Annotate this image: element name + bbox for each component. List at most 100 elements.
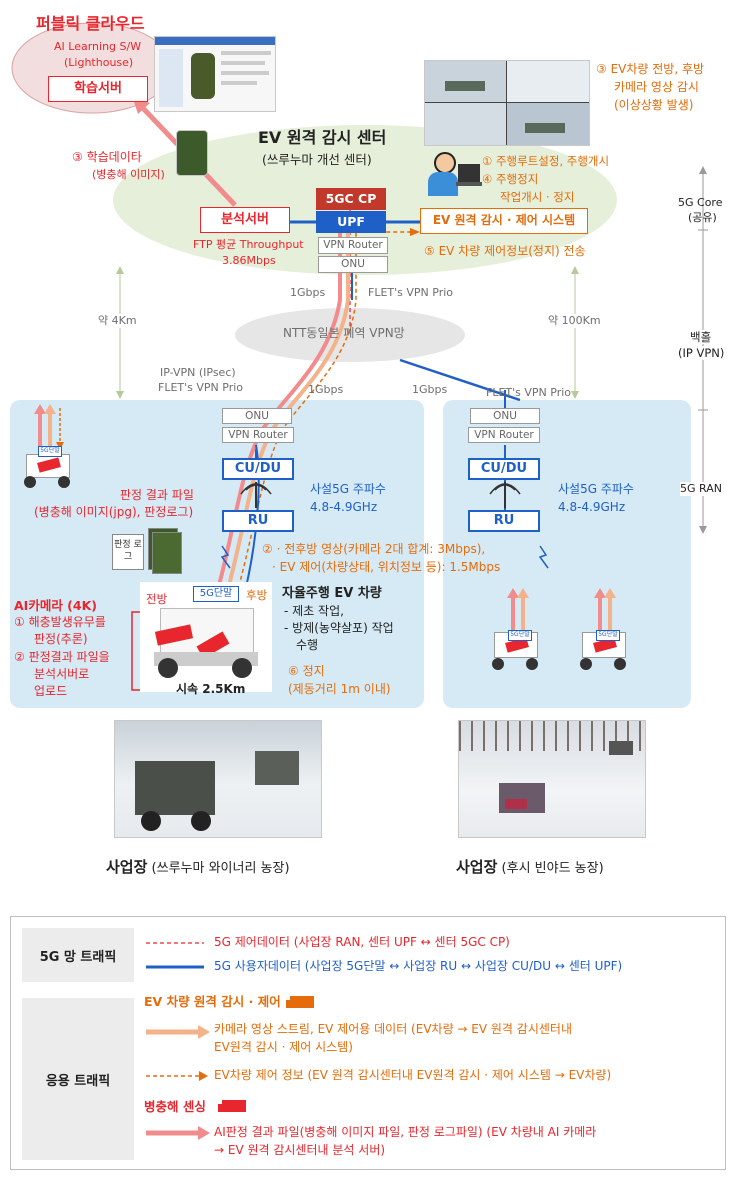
- site-right-caption: 사업장 (후시 빈야드 농장): [456, 858, 604, 877]
- judge-log-document-icon: 판정 로그: [112, 528, 182, 574]
- ev-task-1: - 제초 작업,: [284, 604, 344, 618]
- camera-monitor-label-2: 카메라 영상 감시: [614, 80, 699, 94]
- operator-icon: [426, 150, 482, 202]
- legend-net-control: 5G 제어데이터 (사업장 RAN, 센터 UPF ↔ 센터 5GC CP): [214, 935, 510, 949]
- learning-software-screenshot: [154, 36, 276, 112]
- side-5g-core: 5G Core: [678, 196, 723, 209]
- step1-label: ① 주행루트설정, 주행개시: [482, 154, 610, 168]
- judge-file-label-1: 판정 결과 파일: [120, 488, 194, 502]
- judge-log-doc: 판정 로그: [112, 534, 144, 570]
- stop-distance-label: (제동거리 1m 이내): [288, 682, 391, 696]
- site-right-onu: ONU: [470, 408, 540, 424]
- legend-net-label: 5G 망 트래픽: [22, 928, 134, 982]
- ev-task-2: - 방제(농약살포) 작업: [284, 621, 394, 635]
- ai-step2c: 업로드: [34, 684, 68, 698]
- step4-label: ④ 주행정지: [482, 172, 539, 186]
- step4b-label: 작업개시 · 정지: [500, 190, 575, 204]
- site-left-caption: 사업장 (쓰루누마 와이너리 농장): [106, 858, 290, 877]
- 5gc-cp-box: 5GC CP: [316, 188, 386, 210]
- ntt-vpn-label: NTT동일본 폐역 VPN망: [283, 326, 405, 340]
- mini-terminal-left: 5G단말: [38, 446, 62, 457]
- site-right-photo: [458, 720, 646, 838]
- cloud-subtitle-2: (Lighthouse): [64, 56, 134, 69]
- center-onu: ONU: [318, 256, 388, 273]
- legend-ev-control: EV차량 제어 정보 (EV 원격 감시센터내 EV원격 감시 · 제어 시스템…: [214, 1068, 612, 1082]
- ai-step2: ② 판정결과 파일을: [14, 650, 110, 664]
- speed-label: 시속 2.5Km: [176, 682, 246, 696]
- site-left-caption-bold: 사업장: [106, 858, 148, 876]
- site-right-caption-rest: (후시 빈야드 농장): [497, 861, 604, 876]
- site-left-ru: RU: [222, 510, 294, 532]
- ipvpn-flets-label: FLET's VPN Prio: [158, 381, 244, 394]
- site-right-cudu: CU/DU: [468, 458, 540, 480]
- legend-net-user: 5G 사용자데이터 (사업장 5G단말 ↔ 사업장 RU ↔ 사업장 CU/DU…: [214, 959, 623, 973]
- ai-step1b: 판정(추론): [34, 632, 88, 646]
- center-subtitle: (쓰루누마 개선 센터): [262, 152, 372, 167]
- right-1gbps: 1Gbps: [412, 383, 448, 396]
- rear-label: 후방: [246, 588, 268, 602]
- legend-app-label: 응용 트래픽: [22, 998, 134, 1160]
- site-left-caption-rest: (쓰루누마 와이너리 농장): [147, 861, 290, 876]
- site-right-caption-bold: 사업장: [456, 858, 498, 876]
- judge-file-label-2: (병충해 이미지(jpg), 판정로그): [34, 505, 194, 519]
- ev-camera-icon: [286, 996, 314, 1008]
- stop-label: ⑥ 정지: [288, 664, 325, 678]
- legend-lines: [146, 942, 314, 1140]
- site-left-cudu: CU/DU: [222, 458, 294, 480]
- front-label: 전방: [146, 592, 168, 606]
- distance-left: 약 4Km: [98, 314, 137, 328]
- cloud-subtitle-1: AI Learning S/W: [54, 40, 142, 53]
- side-backhaul-ipvpn: (IP VPN): [678, 346, 725, 361]
- cloud-title: 퍼블릭 클라우드: [36, 14, 145, 33]
- antenna-icon-left: [240, 482, 272, 508]
- ftp-throughput-value: 3.86Mbps: [222, 254, 276, 267]
- camera-monitor-label-3: (이상상황 발생): [614, 98, 694, 112]
- analysis-server: 분석서버: [200, 207, 290, 233]
- ftp-throughput-label: FTP 평균 Throughput: [193, 238, 304, 251]
- legend-ev-stream-2: EV원격 감시 · 제어 시스템): [214, 1040, 353, 1054]
- legend-ev-stream-1: 카메라 영상 스트림, EV 제어용 데이터 (EV차량 → EV 원격 감시센…: [214, 1022, 572, 1036]
- ai-step2b: 분석서버로: [34, 667, 90, 681]
- 5g-terminal-box: 5G단말: [193, 586, 239, 602]
- ev-task-3: 수행: [296, 638, 319, 652]
- site-left-vpn-router: VPN Router: [222, 427, 294, 443]
- side-5g-core-shared: (공유): [688, 211, 717, 224]
- legend-pest-title: 병충해 센싱: [144, 1099, 206, 1114]
- site-left-photo: [114, 720, 322, 838]
- camera-monitor-label-1: ③ EV차량 전방, 후방: [596, 62, 705, 76]
- side-5g-ran: 5G RAN: [680, 482, 722, 496]
- center-1gbps: 1Gbps: [290, 286, 326, 299]
- center-title: EV 원격 감시 센터: [258, 128, 387, 147]
- site-left-area: [10, 400, 424, 708]
- center-flets-label: FLET's VPN Prio: [368, 286, 454, 299]
- right-flets-label: FLET's VPN Prio: [486, 386, 572, 399]
- site-right-vpn-router: VPN Router: [468, 427, 540, 443]
- upf-box: UPF: [316, 211, 386, 233]
- site-left-freq-2: 4.8-4.9GHz: [310, 500, 378, 514]
- site-right-freq-2: 4.8-4.9GHz: [558, 500, 626, 514]
- ai-camera-title: AI카메라 (4K): [14, 598, 97, 613]
- distance-right: 약 100Km: [548, 314, 601, 328]
- site-left-onu: ONU: [222, 408, 292, 424]
- mini-terminal-right-2: 5G단말: [596, 630, 620, 641]
- site-left-freq-1: 사설5G 주파수: [310, 482, 386, 496]
- mini-terminal-right-1: 5G단말: [508, 630, 532, 641]
- site-right-ru: RU: [468, 510, 540, 532]
- traffic-video-label: ② · 전후방 영상(카메라 2대 합계: 3Mbps),: [262, 542, 486, 556]
- traffic-control-label: · EV 제어(차량상태, 위치정보 등): 1.5Mbps: [272, 560, 501, 574]
- step5-label: ⑤ EV 차량 제어정보(정지) 전송: [424, 244, 586, 258]
- ntt-vpn-ellipse: [235, 308, 465, 362]
- ev-title: 자율주행 EV 차량: [282, 586, 382, 601]
- center-vpn-router: VPN Router: [318, 237, 388, 254]
- learning-data-sublabel: (병충해 이미지): [92, 168, 165, 181]
- side-backhaul: 백홀: [690, 330, 712, 345]
- ipvpn-label: IP-VPN (IPsec): [160, 366, 236, 379]
- left-1gbps: 1Gbps: [308, 383, 344, 396]
- grape-pest-image: [176, 130, 208, 176]
- legend-panel: [10, 916, 726, 1170]
- antenna-icon-right: [489, 482, 521, 508]
- learning-data-label: ③ 학습데이타: [72, 150, 142, 164]
- legend-pest-2: → EV 원격 감시센터내 분석 서버): [214, 1143, 386, 1157]
- legend-pest-1: AI판정 결과 파일(병충해 이미지 파일, 판정 로그파일) (EV 차량내 …: [214, 1125, 597, 1139]
- legend-ev-title: EV 차량 원격 감시 · 제어: [144, 994, 281, 1009]
